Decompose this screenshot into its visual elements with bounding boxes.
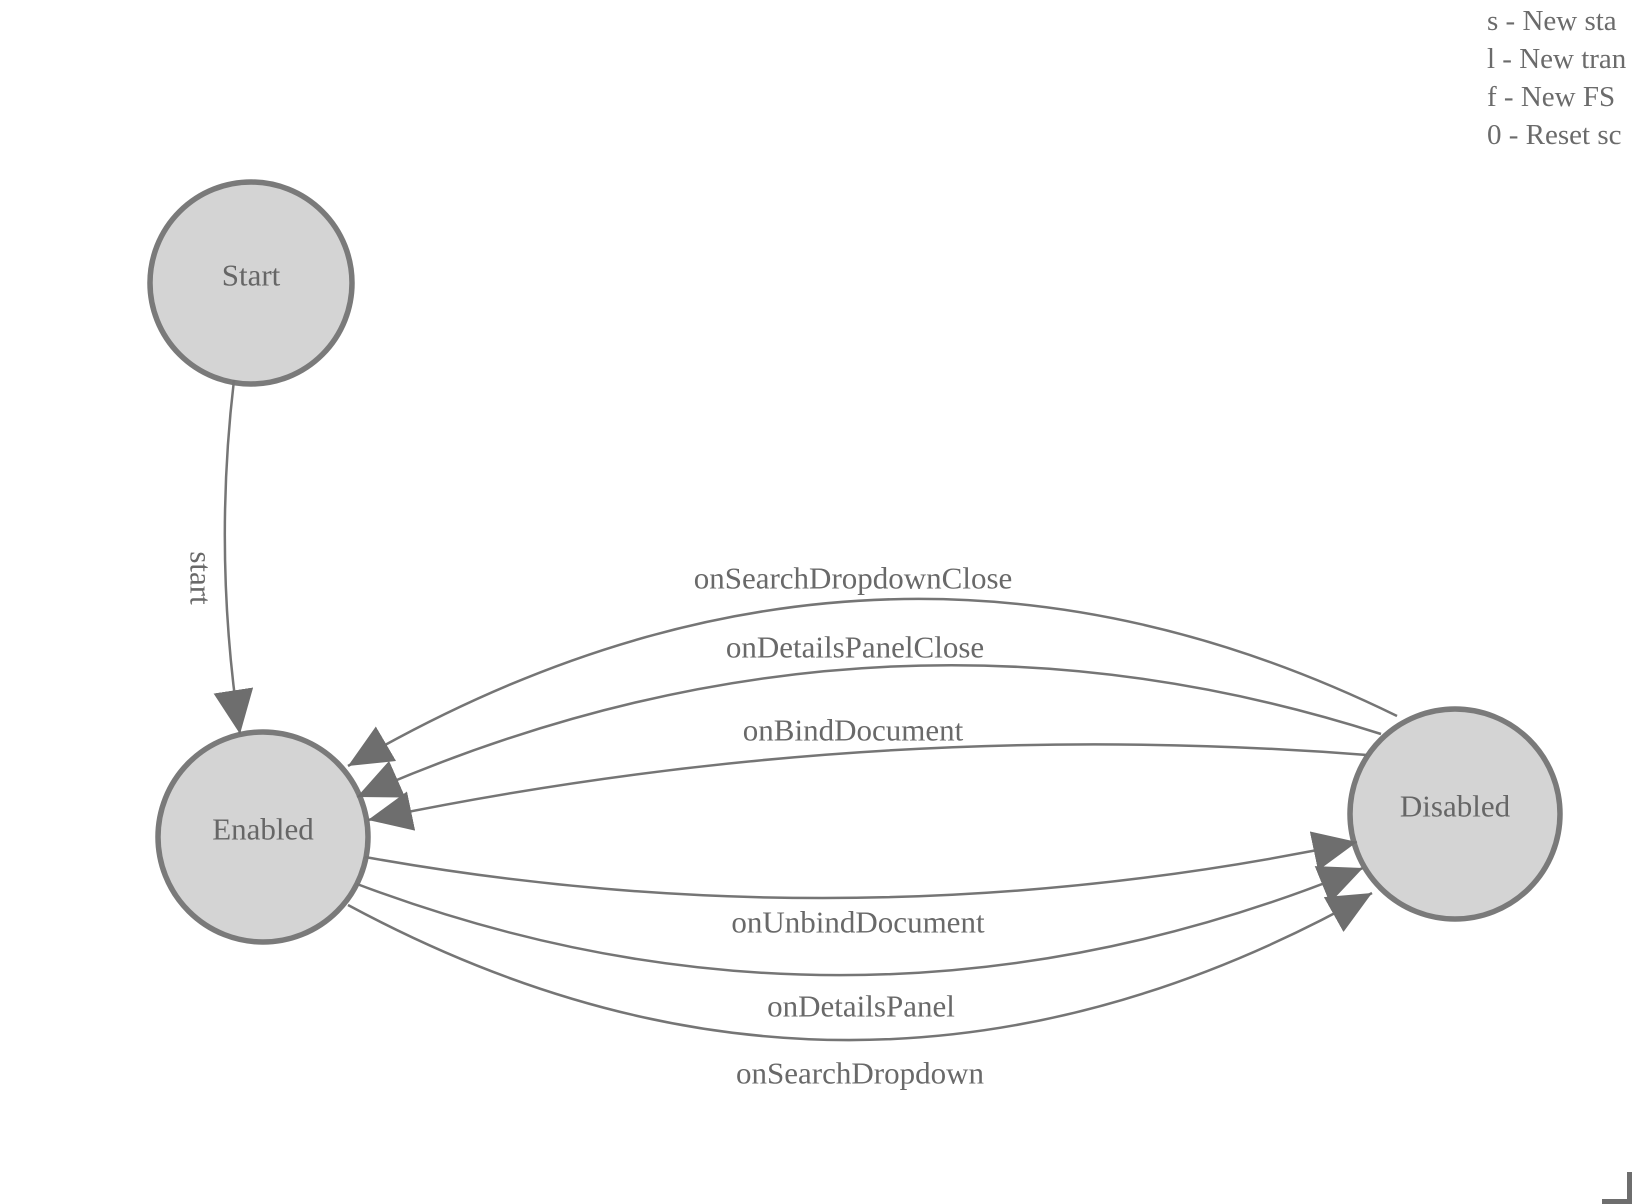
transition-edge-start[interactable] (213, 379, 254, 735)
state-node-disabled[interactable] (1347, 706, 1563, 922)
state-node-start[interactable] (147, 179, 355, 387)
transition-label-onSearchDropdownClose[interactable]: onSearchDropdownClose (694, 561, 1013, 596)
transition-edge-onBindDocument[interactable] (367, 743, 1368, 831)
transition-label-start[interactable]: start (184, 551, 219, 605)
state-node-enabled[interactable] (155, 729, 371, 945)
transition-label-onBindDocument[interactable]: onBindDocument (743, 713, 964, 748)
state-label-enabled: Enabled (212, 812, 314, 847)
canvas-resize-corner-icon (1602, 1172, 1632, 1204)
legend-line-new-transition: l - New tran (1487, 43, 1627, 75)
transition-label-onUnbindDocument[interactable]: onUnbindDocument (731, 905, 985, 940)
transition-edge-onSearchDropdown[interactable] (347, 891, 1373, 1042)
state-label-disabled: Disabled (1400, 789, 1511, 824)
transition-edge-onSearchDropdownClose[interactable] (347, 597, 1398, 768)
transition-label-onSearchDropdown[interactable]: onSearchDropdown (736, 1056, 984, 1091)
transition-label-onDetailsPanelClose[interactable]: onDetailsPanelClose (726, 630, 984, 665)
transition-edge-onDetailsPanel[interactable] (356, 866, 1364, 977)
transition-edge-onUnbindDocument[interactable] (364, 831, 1358, 900)
legend-line-new-state: s - New sta (1487, 5, 1617, 37)
shortcut-legend: s - New sta l - New tran f - New FS 0 - … (1487, 2, 1632, 154)
legend-line-new-fsm: f - New FS (1487, 81, 1616, 113)
transition-label-onDetailsPanel[interactable]: onDetailsPanel (767, 989, 955, 1024)
state-label-start: Start (222, 258, 281, 293)
legend-line-reset: 0 - Reset sc (1487, 119, 1622, 151)
transition-edge-onDetailsPanelClose[interactable] (356, 663, 1382, 799)
